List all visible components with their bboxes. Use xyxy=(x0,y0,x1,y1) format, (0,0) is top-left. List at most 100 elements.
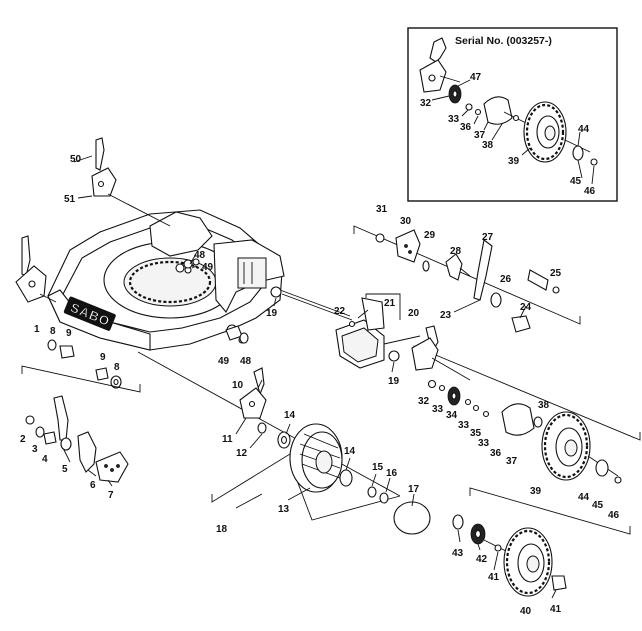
pulley-cover xyxy=(393,501,431,535)
callout-9: 9 xyxy=(66,328,72,339)
front-gear xyxy=(470,523,486,545)
inset-bolt xyxy=(590,158,598,166)
callout-48: 48 xyxy=(240,356,252,367)
callout-39: 39 xyxy=(530,486,542,497)
rear-drive-group xyxy=(411,325,622,484)
engine-mount xyxy=(149,211,213,257)
callout-20: 20 xyxy=(408,308,420,319)
front-height-lever xyxy=(91,137,171,227)
pulley-assembly xyxy=(239,367,431,535)
callout-35: 35 xyxy=(470,428,482,439)
serial-inset: Serial No. (003257-) xyxy=(407,27,618,202)
callout-32: 32 xyxy=(418,396,430,407)
rear-pinion-gear xyxy=(447,386,461,406)
callout-4: 4 xyxy=(42,454,48,465)
callout-29: 29 xyxy=(424,230,436,241)
bracket-pulley-group xyxy=(211,453,291,503)
callout-23: 23 xyxy=(440,310,452,321)
callout-14: 14 xyxy=(284,410,296,421)
callout-36: 36 xyxy=(460,122,472,133)
callout-38: 38 xyxy=(482,140,494,151)
drive-lever xyxy=(473,239,493,301)
callout-8: 8 xyxy=(114,362,120,373)
callout-11: 11 xyxy=(222,434,233,445)
callout-33: 33 xyxy=(448,114,460,125)
callout-10: 10 xyxy=(232,380,244,391)
inset-washer xyxy=(465,103,473,111)
callout-48: 48 xyxy=(194,250,206,261)
inset-gear-housing xyxy=(483,96,513,125)
bracket-left-group xyxy=(21,365,141,393)
callout-22: 22 xyxy=(334,306,346,317)
rear-hubcap xyxy=(595,459,609,477)
callout-50: 50 xyxy=(70,154,82,165)
callout-37: 37 xyxy=(506,456,518,467)
mower-deck: SABO xyxy=(47,209,285,351)
inset-hubcap xyxy=(572,145,584,161)
throttle-control xyxy=(270,286,421,369)
callout-8: 8 xyxy=(50,326,56,337)
callout-38: 38 xyxy=(538,400,550,411)
callout-30: 30 xyxy=(400,216,412,227)
callout-1: 1 xyxy=(34,324,40,335)
callout-33: 33 xyxy=(478,438,490,449)
leader-lines xyxy=(63,155,557,599)
callout-45: 45 xyxy=(592,500,604,511)
deck-hardware-right xyxy=(175,259,249,344)
callout-51: 51 xyxy=(64,194,76,205)
handle-bracket-group xyxy=(375,229,560,333)
bracket-rh-shaft xyxy=(137,351,401,497)
left-adjust-group xyxy=(25,395,129,483)
callout-31: 31 xyxy=(376,204,388,215)
callout-15: 15 xyxy=(372,462,384,473)
callout-13: 13 xyxy=(278,504,290,515)
callout-27: 27 xyxy=(482,232,494,243)
callout-42: 42 xyxy=(476,554,488,565)
callout-17: 17 xyxy=(408,484,420,495)
callout-49: 49 xyxy=(202,262,214,273)
callout-6: 6 xyxy=(90,480,96,491)
callout-44: 44 xyxy=(578,492,590,503)
callout-36: 36 xyxy=(490,448,502,459)
callout-9: 9 xyxy=(100,352,106,363)
bracket-front-wheel xyxy=(469,487,631,535)
front-wheel-group xyxy=(452,514,567,597)
bracket-top-group xyxy=(353,225,581,325)
callout-26: 26 xyxy=(500,274,512,285)
callout-21: 21 xyxy=(384,298,396,309)
callout-7: 7 xyxy=(108,490,114,501)
inset-pinion-gear xyxy=(448,84,462,104)
callout-34: 34 xyxy=(446,410,458,421)
drive-pulley xyxy=(289,423,343,493)
callout-46: 46 xyxy=(584,186,596,197)
callout-44: 44 xyxy=(578,124,590,135)
callout-41: 41 xyxy=(550,604,562,615)
front-wheel xyxy=(503,527,553,597)
callout-40: 40 xyxy=(520,606,532,617)
inset-frame xyxy=(407,27,618,202)
callout-12: 12 xyxy=(236,448,248,459)
rear-gear-housing xyxy=(501,403,535,436)
inset-drive-lever xyxy=(429,37,447,63)
callout-49: 49 xyxy=(218,356,230,367)
callout-14: 14 xyxy=(344,446,356,457)
callout-18: 18 xyxy=(216,524,228,535)
callout-39: 39 xyxy=(508,156,520,167)
callout-5: 5 xyxy=(62,464,68,475)
callout-28: 28 xyxy=(450,246,462,257)
callout-2: 2 xyxy=(20,434,26,445)
callout-33: 33 xyxy=(458,420,470,431)
callout-3: 3 xyxy=(32,444,38,455)
callout-24: 24 xyxy=(520,302,532,313)
callout-47: 47 xyxy=(470,72,482,83)
callout-19: 19 xyxy=(266,308,278,319)
serial-number-label: Serial No. (003257-) xyxy=(455,35,552,47)
callout-32: 32 xyxy=(420,98,432,109)
callout-25: 25 xyxy=(550,268,562,279)
rear-right-wheel xyxy=(541,411,591,481)
callout-43: 43 xyxy=(452,548,464,559)
callout-16: 16 xyxy=(386,468,398,479)
callout-46: 46 xyxy=(608,510,620,521)
inset-rear-wheel xyxy=(523,101,567,163)
